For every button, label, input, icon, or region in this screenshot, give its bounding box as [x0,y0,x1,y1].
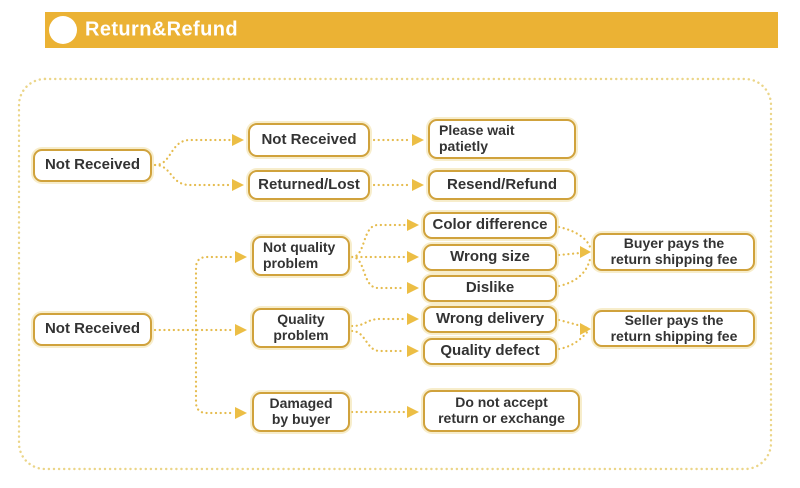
arrowhead-icon [580,323,591,335]
node-not-quality-problem: Not quality problem [252,236,350,276]
arrowhead-icon [407,313,419,325]
connector [153,163,232,187]
node-quality-defect: Quality defect [423,338,557,365]
connector [350,223,407,259]
node-do-not-accept: Do not accept return or exchange [423,390,580,432]
connector [194,255,235,332]
connector [557,251,582,257]
node-not-received-1: Not Received [33,149,152,182]
connector [194,328,235,415]
node-damaged-by-buyer: Damaged by buyer [252,392,350,432]
connector [557,329,590,351]
node-wrong-delivery: Wrong delivery [423,306,557,333]
flowchart-border [17,77,773,471]
arrowhead-icon [407,282,419,294]
arrowhead-icon [407,251,419,263]
node-not-received-2: Not Received [248,123,370,157]
node-please-wait-patiently: Please wait patietly [428,119,576,159]
node-returned-lost: Returned/Lost [248,170,370,200]
connector [350,317,407,328]
arrowhead-icon [235,407,247,419]
node-dislike: Dislike [423,275,557,302]
connector [350,329,407,353]
arrowhead-icon [580,246,591,258]
node-resend-refund: Resend/Refund [428,170,576,200]
node-quality-problem: Quality problem [252,308,350,348]
banner-ribbon-notch [49,16,77,44]
arrowhead-icon [407,219,419,231]
connector [350,255,407,290]
arrowhead-icon [407,345,419,357]
header-banner: Return&Refund [45,12,778,48]
arrowhead-icon [235,251,247,263]
connector [557,225,592,249]
node-not-received-3: Not Received [33,313,152,346]
arrowhead-icon [232,134,244,146]
connector [153,138,232,167]
arrowhead-icon [412,134,424,146]
arrowhead-icon [232,179,244,191]
arrowhead-icon [407,406,419,418]
node-buyer-pays-fee: Buyer pays the return shipping fee [593,233,755,271]
node-seller-pays-fee: Seller pays the return shipping fee [593,310,755,347]
page-title: Return&Refund [85,18,238,41]
node-color-difference: Color difference [423,212,557,239]
arrowhead-icon [235,324,247,336]
node-wrong-size: Wrong size [423,244,557,271]
arrowhead-icon [412,179,424,191]
connector [557,257,592,288]
